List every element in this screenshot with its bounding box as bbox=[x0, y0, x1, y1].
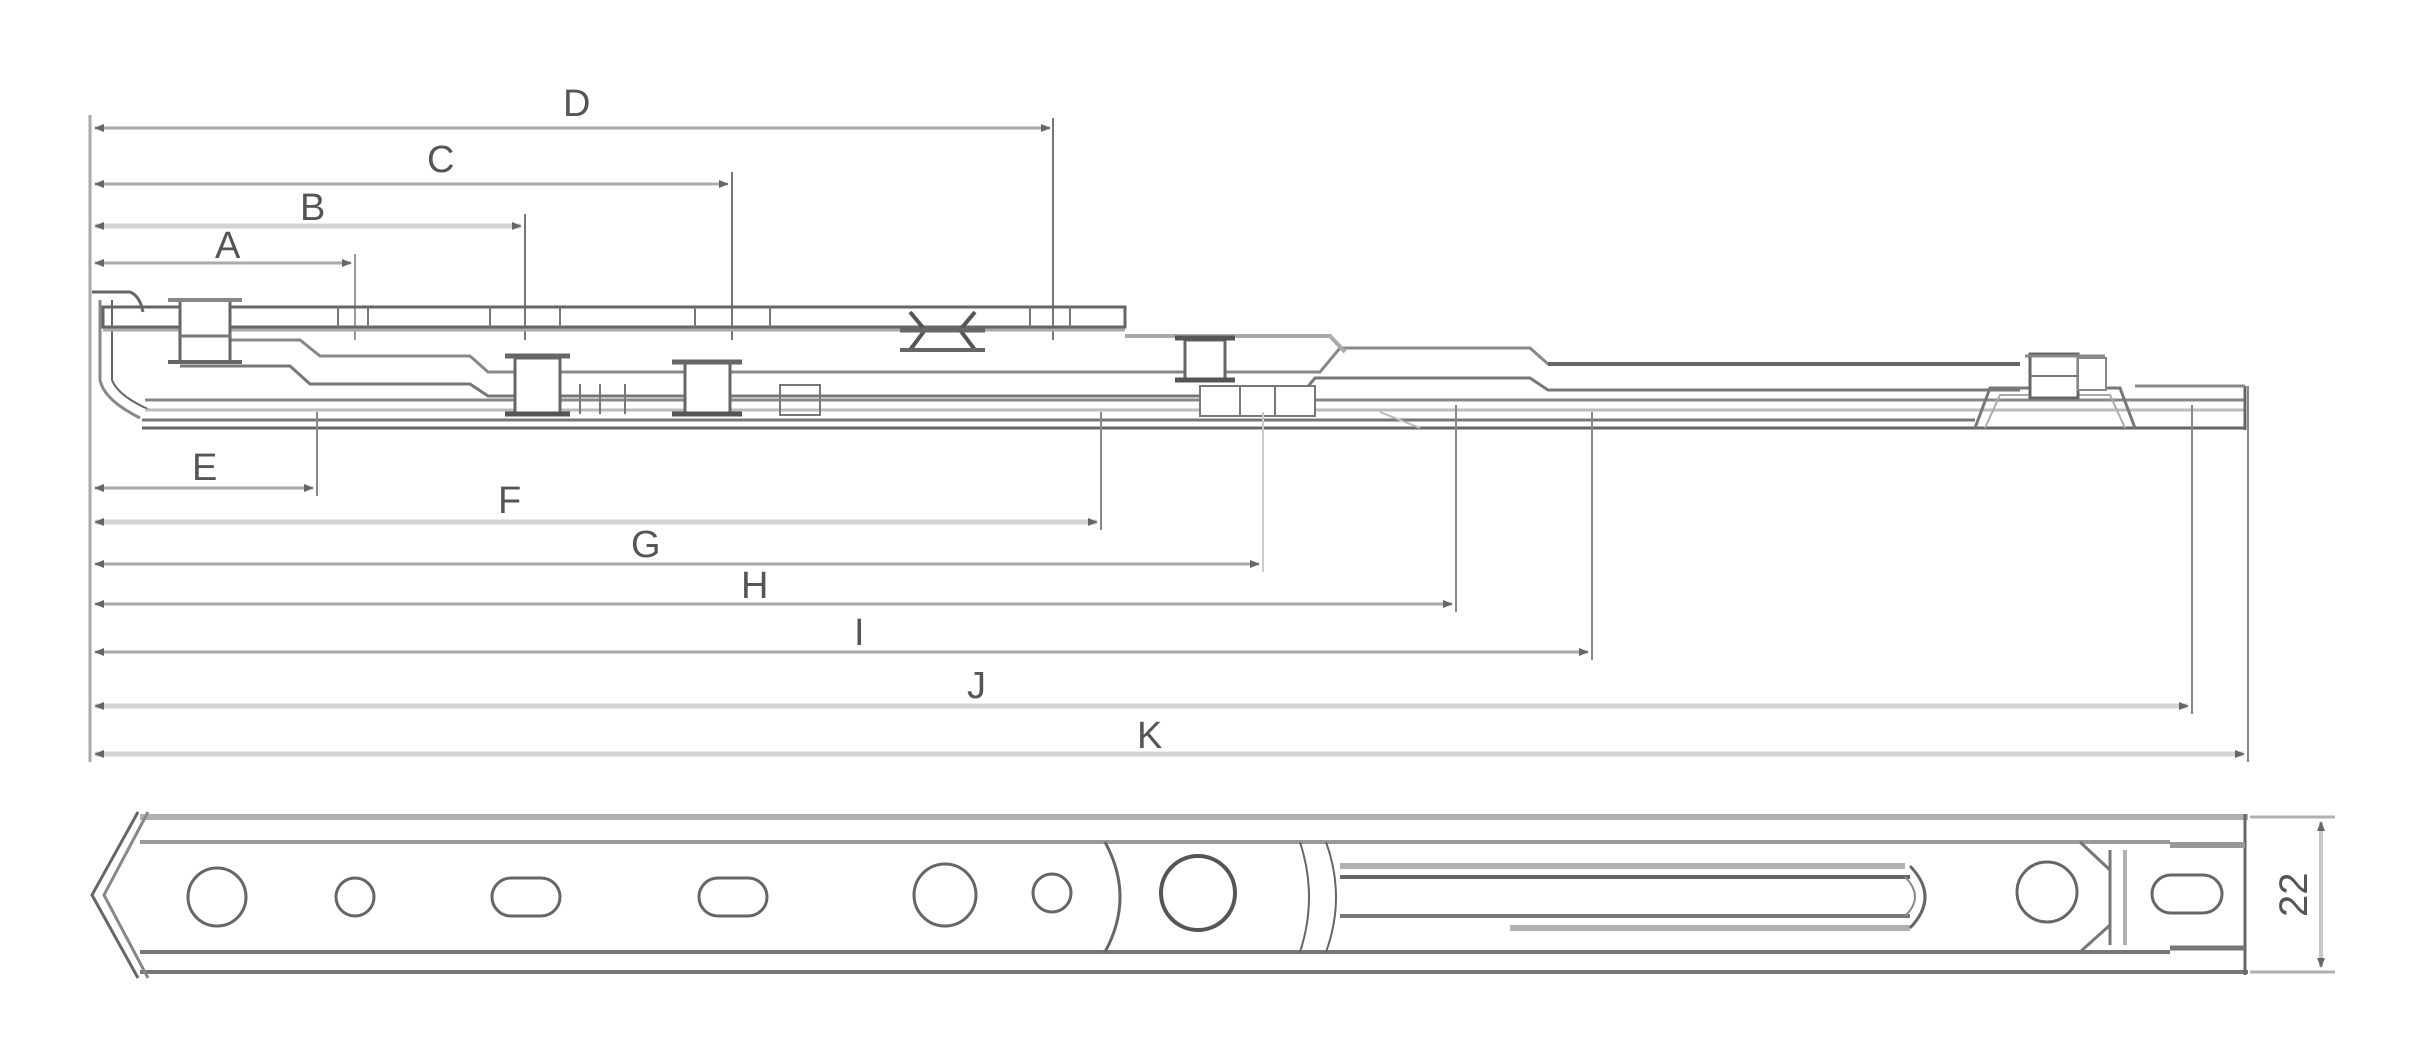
long-slot bbox=[1340, 863, 1927, 931]
dimension-B: B bbox=[94, 187, 526, 340]
hole-slot-2 bbox=[697, 876, 769, 918]
dimension-E: E bbox=[94, 447, 314, 492]
side-view: D C B A bbox=[88, 83, 2249, 762]
label-C: C bbox=[427, 139, 454, 181]
label-B: B bbox=[300, 187, 325, 229]
dimension-I: I bbox=[94, 612, 1589, 656]
dimension-K: K bbox=[94, 715, 2245, 758]
roller-6 bbox=[2025, 352, 2107, 400]
dimension-H: H bbox=[94, 565, 1453, 608]
hole-round-3 bbox=[2015, 860, 2079, 924]
dimension-J: J bbox=[94, 665, 2189, 710]
roller-1 bbox=[168, 298, 242, 364]
roller-2 bbox=[505, 353, 626, 417]
top-view: 22 bbox=[90, 811, 2335, 979]
dimension-G: G bbox=[94, 524, 1260, 568]
dimension-width: 22 bbox=[2250, 815, 2335, 974]
hole-slot-1 bbox=[490, 876, 562, 918]
dimension-D: D bbox=[94, 83, 1054, 340]
label-K: K bbox=[1137, 715, 1162, 757]
hole-small-2 bbox=[1031, 872, 1073, 914]
label-width-22: 22 bbox=[2272, 873, 2316, 918]
hole-round-large bbox=[1159, 854, 1237, 932]
left-pointed-end bbox=[90, 811, 140, 979]
label-A: A bbox=[215, 225, 241, 267]
hole-slot-3 bbox=[2150, 873, 2224, 915]
label-D: D bbox=[563, 83, 590, 125]
dimension-F: F bbox=[94, 480, 1098, 526]
slide-assembly-side bbox=[92, 290, 2247, 430]
label-I: I bbox=[854, 612, 865, 654]
dimension-C: C bbox=[94, 139, 733, 340]
roller-3 bbox=[672, 359, 821, 417]
hole-round-1 bbox=[186, 866, 248, 928]
label-F: F bbox=[498, 480, 521, 522]
label-G: G bbox=[631, 524, 661, 566]
dimension-A: A bbox=[94, 225, 356, 340]
label-H: H bbox=[741, 565, 768, 607]
hole-small-1 bbox=[334, 876, 376, 918]
roller-4 bbox=[900, 310, 985, 352]
label-E: E bbox=[192, 447, 217, 489]
hole-round-2 bbox=[912, 862, 978, 928]
roller-5 bbox=[1175, 335, 1316, 417]
label-J: J bbox=[967, 665, 986, 707]
